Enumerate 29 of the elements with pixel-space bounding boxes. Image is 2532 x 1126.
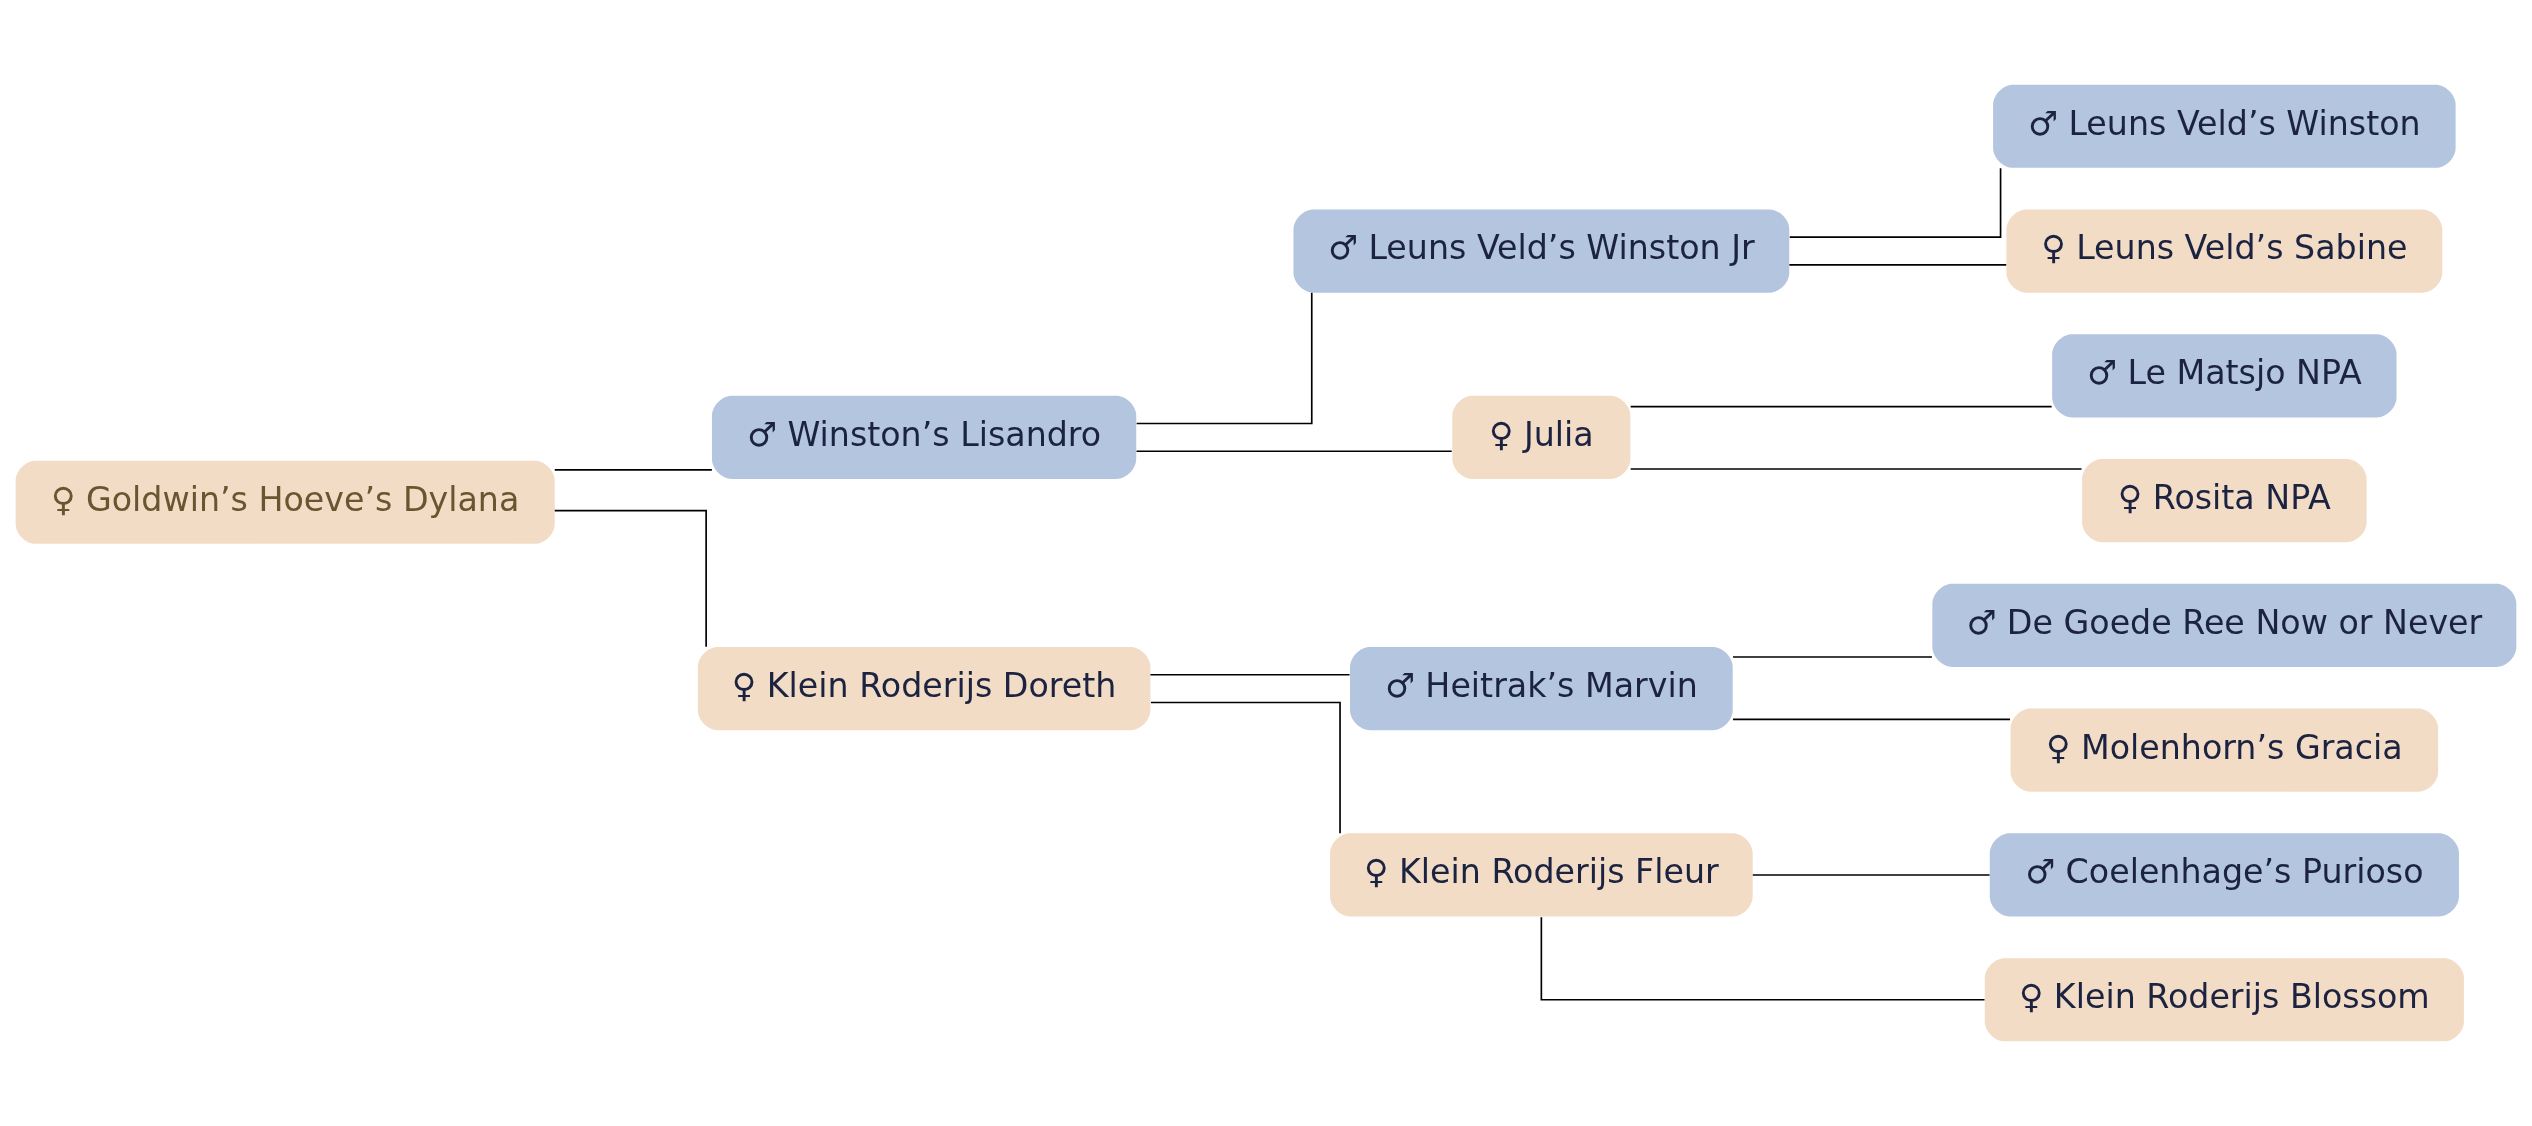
node-box: ♀ Rosita NPA <box>2082 459 2367 543</box>
connector <box>1150 701 1341 835</box>
node-box: ♀ Leuns Veld’s Sabine <box>2006 209 2443 293</box>
connector <box>1135 450 1453 453</box>
connector <box>1732 656 1933 658</box>
connector <box>1732 718 2011 721</box>
node-box: ♀ Klein Roderijs Blossom <box>1984 958 2464 1042</box>
node-box: ♀ Julia <box>1452 395 1631 479</box>
connector <box>1629 405 2053 408</box>
connector <box>553 509 707 648</box>
node-box: ♀ Klein Roderijs Fleur <box>1330 833 1753 917</box>
connector <box>553 469 713 471</box>
node-box: ♀ Goldwin’s Hoeve’s Dylana <box>15 460 555 544</box>
connector <box>1135 291 1313 425</box>
node-box: ♀ Molenhorn’s Gracia <box>2010 708 2439 792</box>
connector <box>1629 468 2083 470</box>
connector <box>1751 874 1991 876</box>
connector <box>1788 167 2002 238</box>
node-box: ♂ De Goede Ree Now or Never <box>1932 583 2517 667</box>
node-box: ♂ Heitrak’s Marvin <box>1350 647 1733 731</box>
node-box: ♂ Leuns Veld’s Winston <box>1993 84 2456 168</box>
node-box: ♀ Klein Roderijs Doreth <box>697 647 1151 731</box>
connector <box>1149 673 1351 676</box>
node-box: ♂ Leuns Veld’s Winston Jr <box>1293 209 1790 293</box>
node-box: ♂ Le Matsjo NPA <box>2052 334 2397 418</box>
connector <box>1788 264 2008 266</box>
node-box: ♂ Winston’s Lisandro <box>711 395 1137 479</box>
node-box: ♂ Coelenhage’s Purioso <box>1989 833 2459 917</box>
connector <box>1540 916 1986 1001</box>
